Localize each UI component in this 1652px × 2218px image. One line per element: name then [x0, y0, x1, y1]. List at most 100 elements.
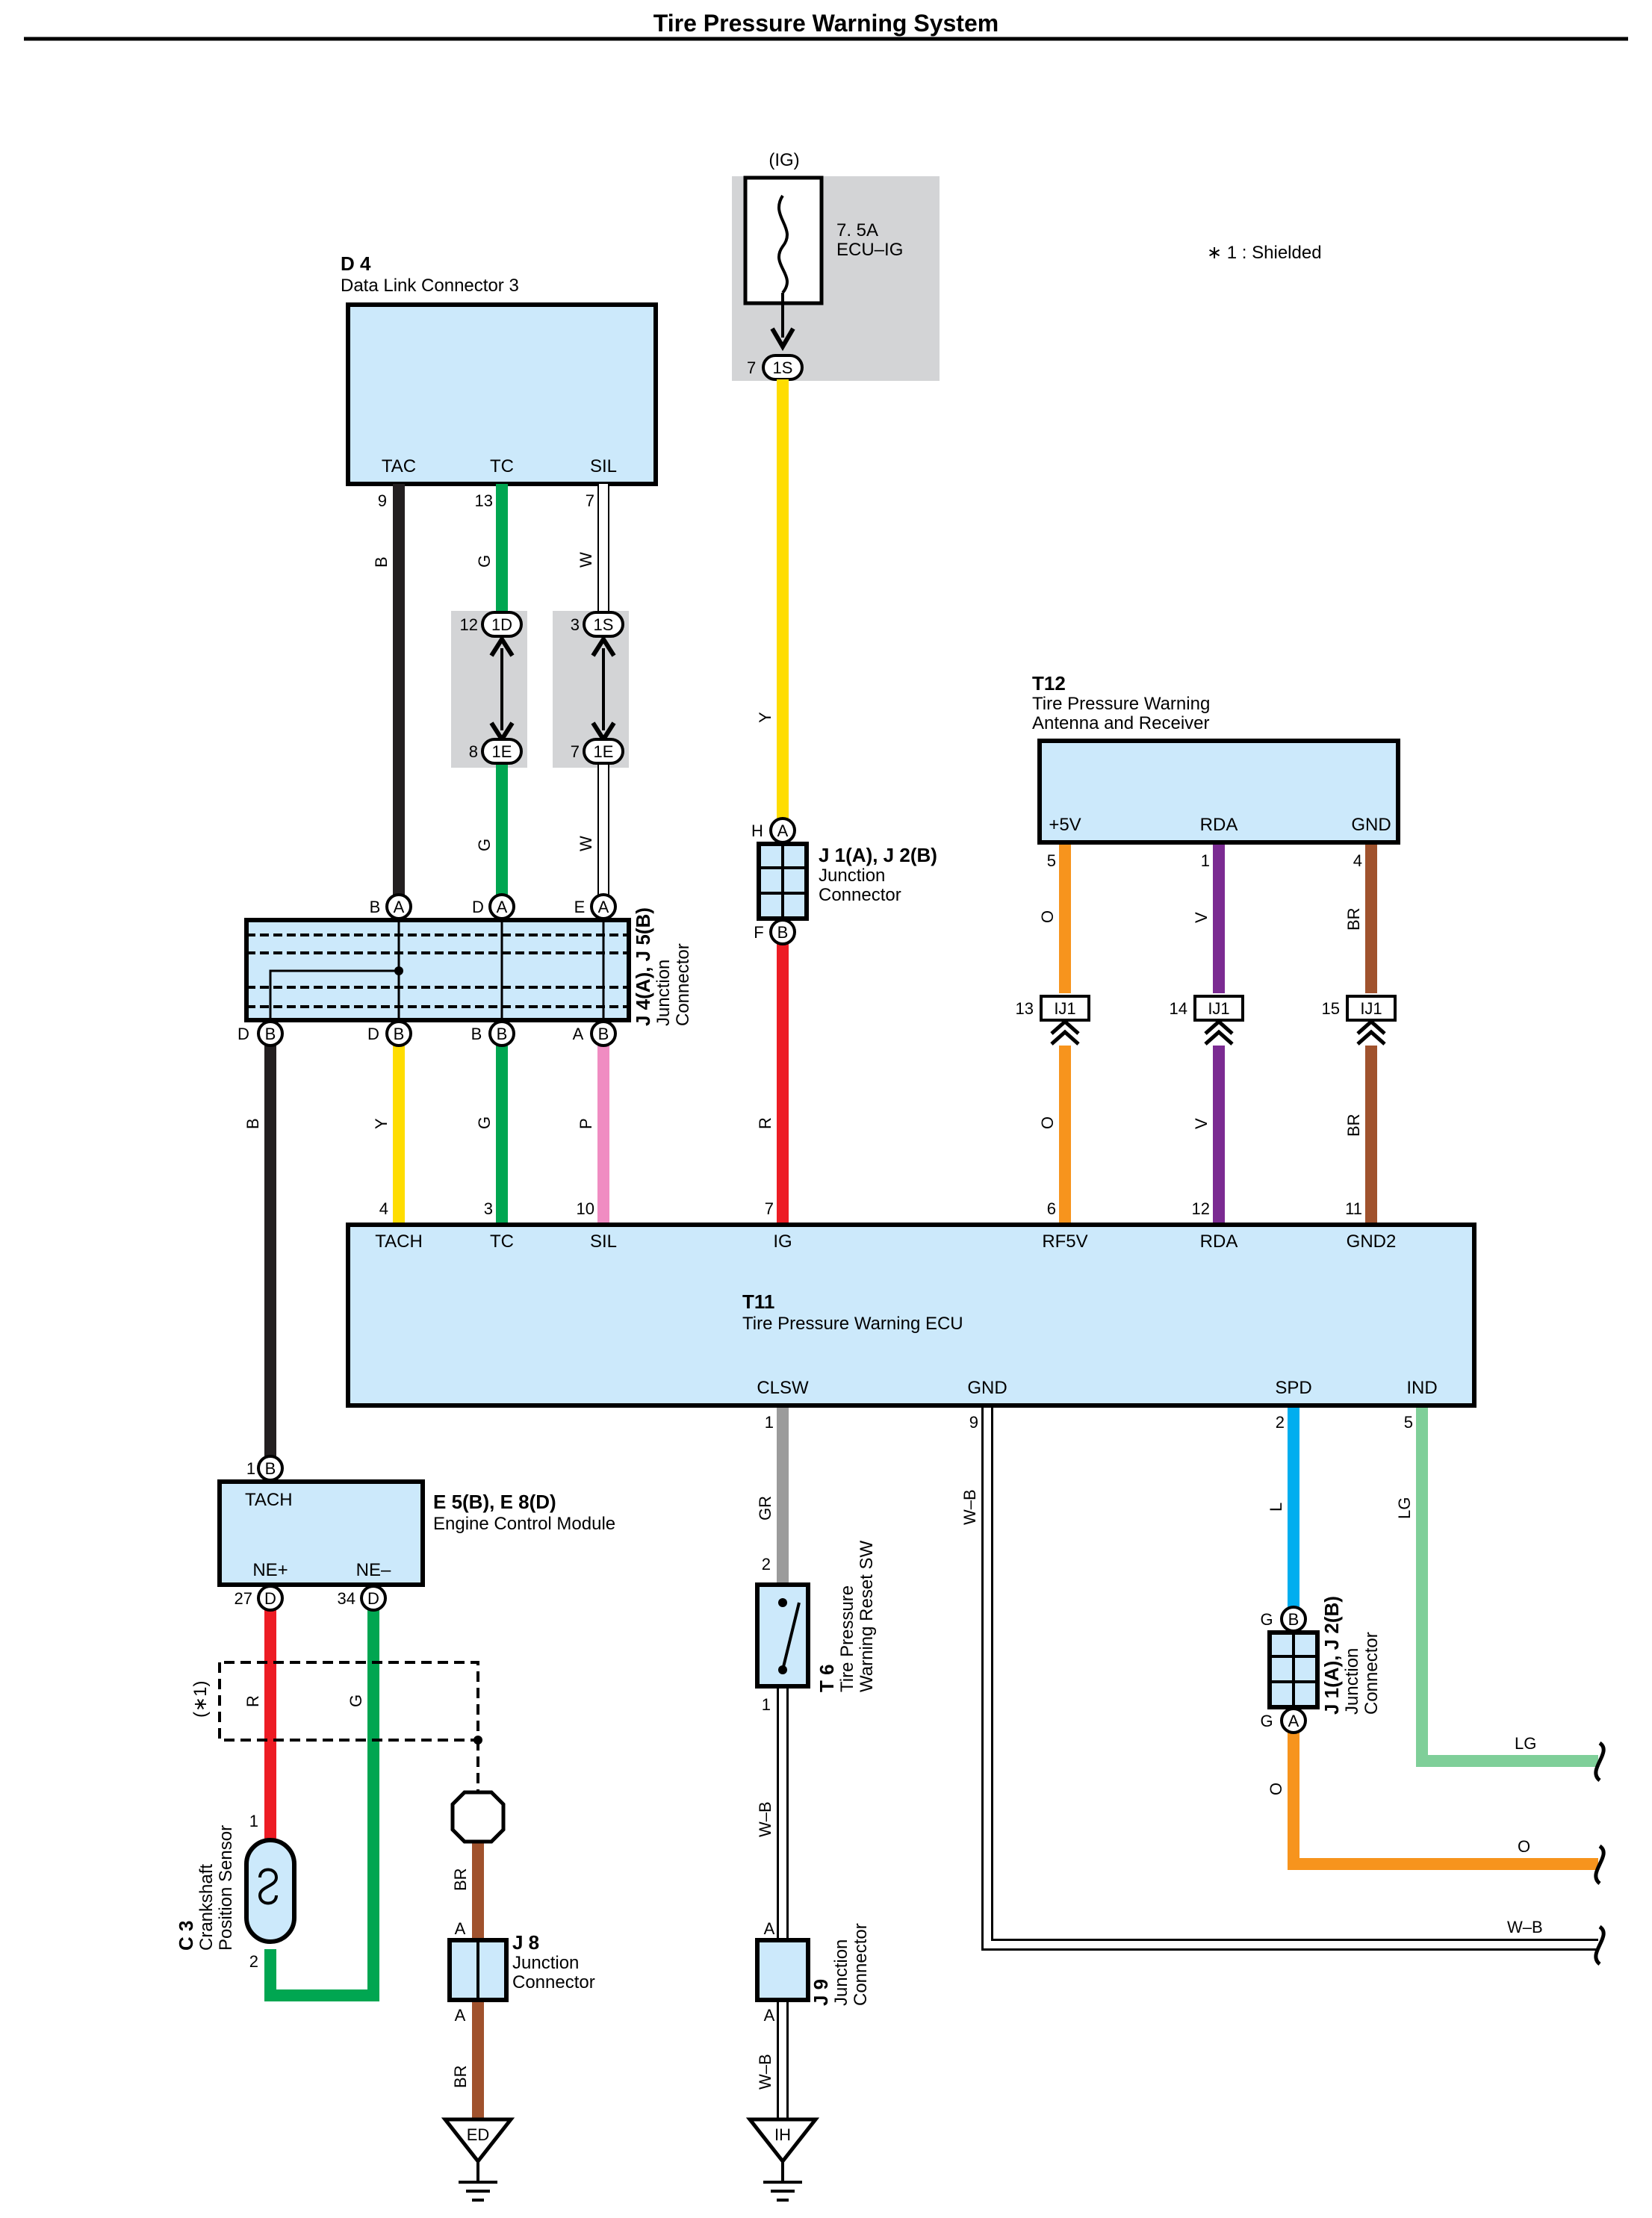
svg-text:Connector: Connector	[819, 885, 901, 905]
svg-text:B: B	[243, 1118, 262, 1129]
svg-text:A: A	[573, 1025, 584, 1043]
ground-ih: IH	[745, 2117, 820, 2202]
shield-note: ∗ 1 : Shielded	[1207, 243, 1322, 263]
svg-text:E 5(B), E 8(D): E 5(B), E 8(D)	[433, 1491, 556, 1513]
svg-text:W–B: W–B	[1507, 1918, 1543, 1936]
svg-text:Antenna and Receiver: Antenna and Receiver	[1032, 713, 1210, 733]
svg-text:BR: BR	[451, 1868, 470, 1891]
svg-text:Junction: Junction	[819, 866, 885, 886]
svg-text:W–B: W–B	[756, 2054, 774, 2090]
svg-text:1E: 1E	[594, 742, 614, 761]
svg-text:O: O	[1267, 1783, 1285, 1795]
svg-text:RDA: RDA	[1200, 815, 1238, 835]
svg-text:G: G	[475, 1116, 494, 1129]
svg-text:1E: 1E	[492, 742, 512, 761]
svg-text:TACH: TACH	[245, 1490, 293, 1510]
svg-text:GR: GR	[756, 1496, 774, 1520]
svg-text:B: B	[265, 1025, 276, 1043]
svg-text:T12: T12	[1032, 672, 1066, 695]
svg-text:J 1(A), J 2(B): J 1(A), J 2(B)	[819, 844, 937, 866]
svg-text:27: 27	[235, 1589, 252, 1608]
svg-text:F: F	[754, 923, 763, 942]
svg-text:3: 3	[571, 615, 580, 634]
t6-reset-switch: 2 1 T 6 Tire Pressure Warning Reset SW	[755, 1540, 877, 1714]
svg-text:5: 5	[1404, 1413, 1413, 1432]
svg-text:Junction: Junction	[512, 1953, 579, 1973]
svg-text:A: A	[764, 1919, 775, 1938]
t12-antenna-receiver: T12 Tire Pressure Warning Antenna and Re…	[1032, 672, 1400, 870]
svg-text:W: W	[577, 836, 595, 851]
svg-text:W: W	[577, 552, 595, 568]
svg-text:Tire Pressure Warning: Tire Pressure Warning	[1032, 694, 1210, 714]
svg-text:W–B: W–B	[756, 1801, 774, 1837]
svg-text:Connector: Connector	[673, 943, 693, 1026]
svg-text:1D: 1D	[491, 615, 512, 634]
svg-text:Data Link Connector 3: Data Link Connector 3	[341, 276, 519, 296]
svg-text:Tire Pressure: Tire Pressure	[837, 1585, 857, 1692]
svg-text:2: 2	[762, 1555, 771, 1574]
shield-ground-terminal	[450, 1790, 506, 1844]
svg-text:TC: TC	[490, 456, 514, 476]
svg-text:11: 11	[1345, 1199, 1362, 1218]
svg-text:B: B	[370, 898, 381, 916]
svg-text:Junction: Junction	[653, 960, 674, 1026]
svg-text:V: V	[1192, 1118, 1211, 1129]
svg-text:GND2: GND2	[1347, 1231, 1397, 1252]
svg-text:B: B	[372, 556, 391, 568]
svg-text:IJ1: IJ1	[1360, 999, 1382, 1018]
svg-text:14: 14	[1170, 999, 1187, 1018]
svg-text:A: A	[455, 2006, 466, 2025]
svg-text:Warning Reset SW: Warning Reset SW	[857, 1540, 877, 1692]
svg-text:V: V	[1192, 912, 1211, 923]
svg-text:Junction: Junction	[831, 1939, 851, 2006]
d4-data-link-connector: D 4 Data Link Connector 3 TAC TC SIL 9 1…	[341, 252, 658, 510]
svg-text:T 6: T 6	[816, 1664, 838, 1692]
svg-text:GND: GND	[1351, 815, 1391, 835]
svg-text:12: 12	[460, 615, 478, 634]
svg-text:4: 4	[379, 1199, 388, 1218]
svg-text:CLSW: CLSW	[757, 1378, 809, 1398]
svg-text:L: L	[1267, 1503, 1285, 1512]
svg-text:B: B	[471, 1025, 482, 1043]
svg-text:G: G	[347, 1694, 365, 1707]
svg-text:GND: GND	[967, 1378, 1007, 1398]
svg-text:E: E	[574, 898, 586, 916]
svg-text:IJ1: IJ1	[1054, 999, 1075, 1018]
svg-text:LG: LG	[1515, 1734, 1536, 1753]
svg-text:B: B	[394, 1025, 405, 1043]
svg-text:Crankshaft: Crankshaft	[196, 1864, 217, 1951]
svg-text:SIL: SIL	[590, 456, 617, 476]
svg-text:B: B	[1288, 1610, 1299, 1629]
svg-text:15: 15	[1322, 999, 1340, 1018]
svg-text:R: R	[756, 1117, 774, 1129]
svg-text:1S: 1S	[594, 615, 614, 634]
t11-ecu: TACH TC SIL IG RF5V RDA GND2 4 3 10 7 6 …	[346, 1199, 1476, 1432]
svg-text:A: A	[777, 821, 789, 840]
svg-text:2: 2	[249, 1952, 258, 1971]
svg-text:W–B: W–B	[960, 1489, 979, 1525]
svg-text:1: 1	[762, 1695, 771, 1714]
j4-j5-top-pins: A A A B D E	[370, 893, 617, 920]
wire-color-labels: B G W G W Y R B Y G P O V BR O V BR GR W…	[243, 552, 1543, 2090]
svg-text:Position Sensor: Position Sensor	[216, 1825, 236, 1951]
svg-text:O: O	[1038, 910, 1057, 923]
svg-text:D 4: D 4	[341, 252, 371, 275]
page-title: Tire Pressure Warning System	[653, 10, 999, 37]
j1-j2-bottom-junction: B G A G J 1(A), J 2(B) Junction Connecto…	[1260, 1596, 1382, 1734]
j4-j5-bottom-pins: B B B B D D B A	[237, 1020, 617, 1047]
svg-text:TC: TC	[490, 1231, 514, 1252]
ground-ed: ED	[441, 2117, 515, 2202]
svg-text:R: R	[243, 1695, 262, 1707]
svg-text:Connector: Connector	[512, 1972, 595, 1992]
svg-text:D: D	[237, 1025, 249, 1043]
c3-crankshaft-sensor: 1 2 C 3 Crankshaft Position Sensor	[175, 1812, 296, 1971]
svg-text:7: 7	[765, 1199, 774, 1218]
svg-text:9: 9	[969, 1413, 978, 1432]
svg-text:SIL: SIL	[590, 1231, 617, 1252]
svg-text:J 4(A), J 5(B): J 4(A), J 5(B)	[632, 907, 654, 1026]
svg-text:Connector: Connector	[851, 1923, 871, 2006]
svg-text:5: 5	[1047, 851, 1056, 870]
svg-text:A: A	[598, 898, 609, 916]
svg-text:7: 7	[571, 742, 580, 761]
svg-text:ECU–IG: ECU–IG	[836, 240, 903, 260]
